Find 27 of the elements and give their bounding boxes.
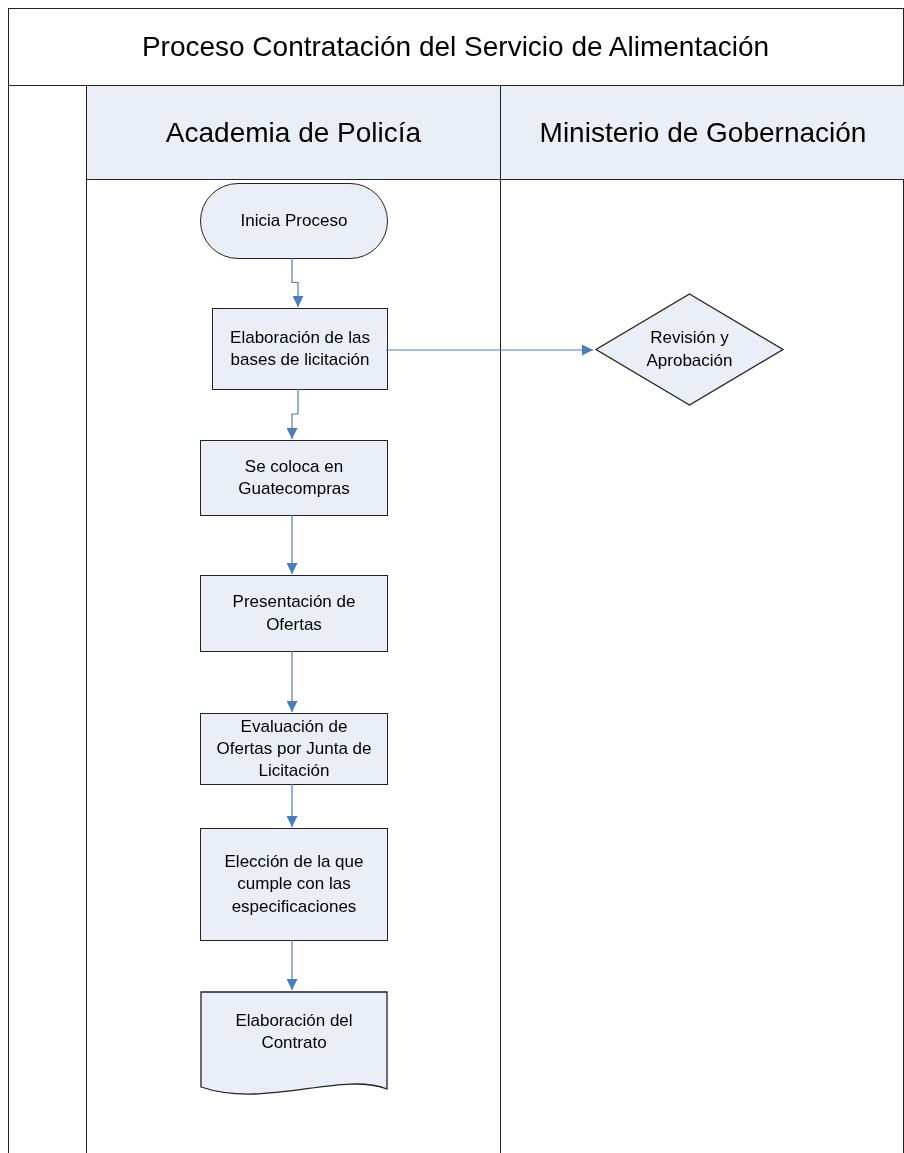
lane-header: Academia de Policía [164,115,423,150]
node-label: Elaboración de las bases de licitación [229,326,371,371]
node-label: Presentación de Ofertas [231,591,357,636]
swimlane [86,86,500,1153]
pool-frame [8,8,904,1153]
process-box [200,713,388,785]
arrow [286,388,299,440]
arrow [286,514,298,575]
node-label: Revisión y Aprobación [645,327,734,372]
node-label: Inicia Proceso [239,209,349,232]
arrow [286,650,298,713]
arrow [286,939,298,991]
diagram-title: Proceso Contratación del Servicio de Alimentación [140,29,771,64]
node-label: Elección de la que cumple con las especificaciones [223,851,365,918]
process-box [212,308,388,390]
arrow [286,783,298,828]
lane-header: Ministerio de Gobernación [538,115,868,150]
process-box [200,575,388,652]
node-label: Elaboración del Contrato [234,1009,354,1054]
swimlane [500,86,904,1153]
process-box [200,828,388,941]
process-box [200,440,388,516]
arrow [291,257,304,308]
node-label: Evaluación de Ofertas por Junta de Licitación [215,715,373,783]
decision-diamond [595,293,784,406]
arrow [385,344,594,356]
node-label: Se coloca en Guatecompras [237,455,351,500]
